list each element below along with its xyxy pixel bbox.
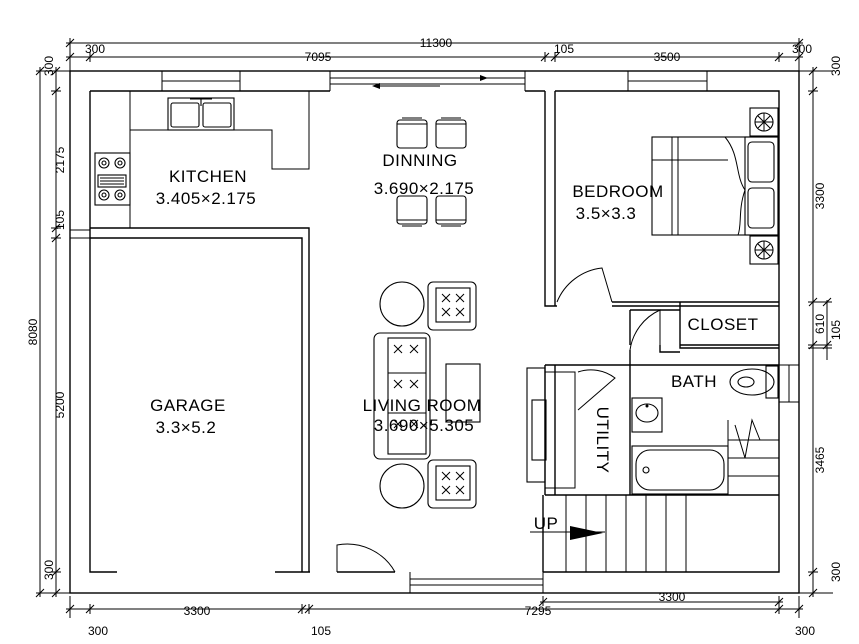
- dim-bottom-right-wall: 300: [795, 624, 815, 638]
- dim-left-top-wall: 300: [42, 56, 56, 76]
- dim-top-right-wall: 300: [792, 42, 812, 56]
- kitchen-name: KITCHEN: [169, 167, 247, 186]
- dim-left-kitchen: 2175: [53, 146, 67, 173]
- dim-right-bath: 3465: [813, 446, 827, 473]
- living-room-furniture: [373, 281, 481, 509]
- dim-right-bedroom: 3300: [813, 182, 827, 209]
- garage-name: GARAGE: [150, 396, 226, 415]
- dim-right-mid-wall: 105: [829, 320, 843, 340]
- bedroom-size: 3.5×3.3: [576, 204, 637, 223]
- outer-walls: [69, 70, 800, 594]
- dinning-size: 3.690×2.175: [374, 179, 475, 198]
- dim-top-span-right: 3500: [654, 50, 681, 64]
- dim-bottom-span-left: 3300: [184, 604, 211, 618]
- bedroom-name: BEDROOM: [572, 182, 663, 201]
- garage-size: 3.3×5.2: [156, 418, 217, 437]
- dimension-labels: 11300 300 7095 105 3500 300 300 3300 105…: [26, 36, 843, 638]
- room-labels: KITCHEN 3.405×2.175 DINNING 3.690×2.175 …: [150, 151, 758, 533]
- dim-bottom-span-right: 7295: [525, 604, 552, 618]
- bed-icon: [651, 107, 779, 265]
- dim-left-mid-wall: 105: [53, 210, 67, 230]
- dim-right-top-wall: 300: [829, 56, 843, 76]
- dim-bottom-mid-wall: 105: [311, 624, 331, 638]
- stair-up-label: UP: [534, 514, 559, 533]
- dim-top-overall: 11300: [420, 36, 453, 50]
- dining-chairs: [396, 117, 467, 227]
- closet-name: CLOSET: [687, 315, 758, 334]
- utility-name: UTILITY: [593, 407, 612, 474]
- dim-right-bottom-wall: 300: [829, 562, 843, 582]
- living-room-size: 3.690×5.305: [374, 416, 475, 435]
- slider-arrows: [372, 75, 488, 89]
- dim-bottom-stair: 3300: [659, 590, 686, 604]
- bath-name: BATH: [671, 372, 717, 391]
- dimension-lines: [35, 38, 833, 618]
- doors: [336, 267, 661, 573]
- windows: [70, 71, 799, 593]
- stove-icon: [94, 152, 131, 206]
- dim-top-mid-wall: 105: [554, 42, 574, 56]
- kitchen-size: 3.405×2.175: [156, 189, 257, 208]
- dinning-name: DINNING: [382, 151, 457, 170]
- bathroom-fixtures: [631, 365, 779, 495]
- living-room-name: LIVING ROOM: [363, 396, 482, 415]
- dim-left-overall: 8080: [26, 318, 40, 345]
- staircase: [530, 495, 687, 572]
- kitchen-sink: [167, 97, 235, 131]
- utility-cabinet: [526, 367, 576, 489]
- dim-bottom-left-wall: 300: [88, 624, 108, 638]
- dim-top-span-left: 7095: [305, 50, 332, 64]
- dim-top-left-wall: 300: [85, 42, 105, 56]
- dim-left-garage: 5200: [53, 391, 67, 418]
- dim-left-bottom-wall: 300: [42, 560, 56, 580]
- dim-right-closet: 610: [813, 314, 827, 334]
